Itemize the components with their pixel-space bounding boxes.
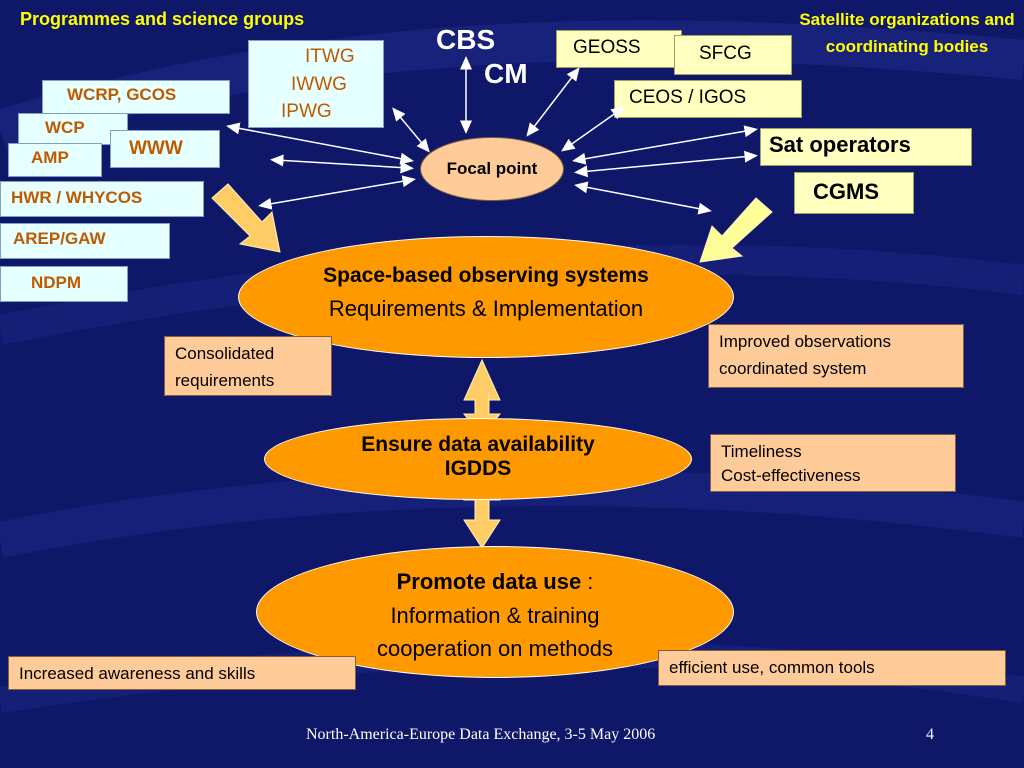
connector-arrows <box>226 56 758 215</box>
right-gold-arrow <box>699 197 773 263</box>
ceos-igos-box: CEOS / IGOS <box>614 80 802 118</box>
space-based-ellipse: Space-based observing systems Requiremen… <box>238 236 734 358</box>
hwr-whycos-box: HWR / WHYCOS <box>0 181 204 217</box>
promote-line2: Information & training <box>390 603 600 628</box>
promote-data-ellipse: Promote data use : Information & trainin… <box>256 546 734 678</box>
promote-colon: : <box>581 569 594 594</box>
ipwg-label: IPWG <box>281 101 332 122</box>
sat-operators-box: Sat operators <box>760 128 972 166</box>
cost-effectiveness-line: Cost-effectiveness <box>721 466 861 485</box>
arrow-cgms-focal <box>574 181 712 215</box>
ensure-data-line1: Ensure data availability <box>361 433 595 456</box>
consolidated-line1: Consolidated <box>175 344 275 363</box>
itwg-box: ITWG IWWG IPWG <box>248 40 384 128</box>
arrow-hwr-focal <box>258 175 416 210</box>
arrow-www-focal <box>226 122 414 165</box>
arrow-wcp-focal <box>270 154 414 174</box>
left-gold-arrow <box>211 183 281 253</box>
promote-title-line: Promote data use : <box>257 565 733 599</box>
geoss-box: GEOSS <box>556 30 682 68</box>
focal-point-label: Focal point <box>446 159 538 178</box>
improved-line1: Improved observations <box>719 332 891 351</box>
cbs-label: CBS <box>436 24 496 55</box>
itwg-label: ITWG <box>305 46 355 67</box>
arep-gaw-box: AREP/GAW <box>0 223 170 259</box>
focal-point-ellipse: Focal point <box>420 137 564 201</box>
cgms-box: CGMS <box>794 172 914 214</box>
arrow-satop2-focal <box>574 150 758 178</box>
increased-awareness-box: Increased awareness and skills <box>8 656 356 690</box>
www-box: WWW <box>110 130 220 168</box>
improved-observations-box: Improved observations coordinated system <box>708 324 964 388</box>
ensure-data-ellipse: Ensure data availability IGDDS <box>264 418 692 500</box>
amp-box: AMP <box>8 143 102 177</box>
ensure-data-line2: IGDDS <box>444 457 512 480</box>
footer-text: North-America-Europe Data Exchange, 3-5 … <box>306 726 656 743</box>
promote-title: Promote data use <box>396 569 582 594</box>
left-header: Programmes and science groups <box>20 9 305 29</box>
ndpm-box: NDPM <box>0 266 128 302</box>
arrow-satop-focal <box>572 125 758 165</box>
wcrp-gcos-box: WCRP, GCOS <box>42 80 230 114</box>
arrow-geoss-focal <box>526 67 580 137</box>
cm-label: CM <box>484 58 528 89</box>
arrow-ceos-focal <box>561 106 625 152</box>
consolidated-requirements-box: Consolidated requirements <box>164 336 332 396</box>
space-based-subtitle: Requirements & Implementation <box>328 296 644 321</box>
consolidated-line2: requirements <box>175 371 275 390</box>
timeliness-box: Timeliness Cost-effectiveness <box>710 434 956 492</box>
timeliness-line: Timeliness <box>721 442 802 461</box>
page-number: 4 <box>926 726 934 743</box>
efficient-use-box: efficient use, common tools <box>658 650 1006 686</box>
improved-line2: coordinated system <box>719 359 867 378</box>
right-header: Satellite organizations and coordinating… <box>799 10 1015 56</box>
iwwg-label: IWWG <box>291 74 347 95</box>
sfcg-box: SFCG <box>674 35 792 75</box>
arrow-itwg-focal <box>392 107 430 153</box>
wcp-box: WCP <box>18 113 128 145</box>
space-based-title: Space-based observing systems <box>323 264 649 287</box>
promote-line3: cooperation on methods <box>376 636 614 661</box>
